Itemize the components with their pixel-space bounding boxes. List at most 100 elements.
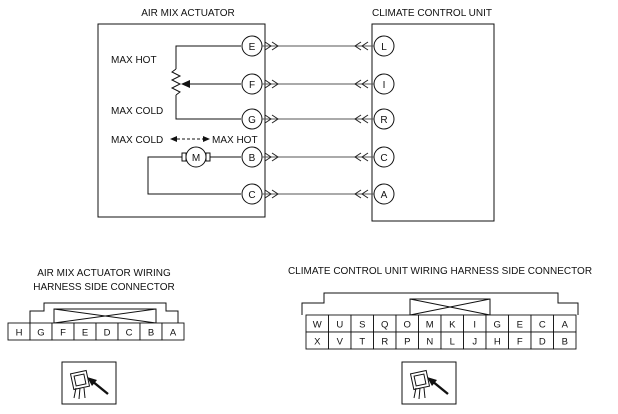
svg-text:F: F: [517, 337, 523, 348]
control-unit-terminal-c: C: [373, 146, 395, 168]
connector-chevron: [271, 79, 279, 89]
svg-text:D: D: [104, 328, 111, 339]
svg-text:Q: Q: [381, 320, 388, 331]
left-connector-pin: F: [51, 322, 75, 341]
right-connector-pin: P: [395, 331, 419, 350]
right-connector-pin: I: [463, 314, 487, 333]
actuator-title: AIR MIX ACTUATOR: [141, 8, 235, 19]
potentiometer: [170, 45, 241, 120]
svg-text:G: G: [37, 328, 44, 339]
connector-chevron: [264, 152, 272, 162]
right-connector-pin: T: [350, 331, 374, 350]
right-connector-pin: K: [440, 314, 464, 333]
svg-text:A: A: [170, 328, 177, 339]
connector-chevron: [354, 114, 362, 124]
motor-direction-arrow: [170, 136, 210, 142]
connector-chevron: [271, 152, 279, 162]
actuator-terminal-c: C: [241, 183, 263, 205]
svg-text:H: H: [16, 328, 23, 339]
max-cold-label: MAX COLD: [111, 106, 163, 117]
left-connector-title-1: AIR MIX ACTUATOR WIRING: [37, 268, 171, 279]
svg-text:E: E: [249, 42, 256, 53]
left-connector-pin: B: [139, 322, 163, 341]
right-connector-pin: B: [553, 331, 577, 350]
actuator-box: [97, 23, 266, 218]
connector-chevron: [264, 41, 272, 51]
connector-chevron: [271, 114, 279, 124]
svg-text:V: V: [337, 337, 344, 348]
right-connector-title: CLIMATE CONTROL UNIT WIRING HARNESS SIDE…: [288, 266, 592, 277]
actuator-terminal-g: G: [241, 108, 263, 130]
svg-text:P: P: [404, 337, 410, 348]
svg-text:F: F: [249, 80, 255, 91]
right-connector-pin: C: [530, 314, 554, 333]
connector-chevron: [361, 189, 369, 199]
right-connector-pin: J: [463, 331, 487, 350]
svg-text:W: W: [313, 320, 322, 331]
control-unit-title: CLIMATE CONTROL UNIT: [372, 8, 492, 19]
connector-chevron: [361, 79, 369, 89]
motor-label: M: [192, 153, 200, 164]
connector-chevron: [361, 152, 369, 162]
right-connector-pin: X: [305, 331, 329, 350]
svg-text:G: G: [494, 320, 501, 331]
actuator-terminal-f: F: [241, 73, 263, 95]
control-unit-terminal-i: I: [373, 73, 395, 95]
connector-chevron: [271, 41, 279, 51]
motor-dir-hot: MAX HOT: [212, 135, 258, 146]
right-connector-pin: L: [440, 331, 464, 350]
svg-text:J: J: [472, 337, 477, 348]
right-connector-pin: Q: [373, 314, 397, 333]
control-unit-box: [371, 23, 495, 222]
control-unit-terminal-a: A: [373, 183, 395, 205]
right-connector-pin: G: [485, 314, 509, 333]
svg-text:O: O: [404, 320, 411, 331]
wire: [262, 114, 374, 124]
control-unit-terminal-r: R: [373, 108, 395, 130]
svg-text:C: C: [539, 320, 546, 331]
svg-text:N: N: [426, 337, 433, 348]
connector-chevron: [271, 189, 279, 199]
svg-text:C: C: [126, 328, 133, 339]
right-connector-pin: R: [373, 331, 397, 350]
motor-dir-cold: MAX COLD: [111, 135, 163, 146]
right-connector-pin: S: [350, 314, 374, 333]
svg-text:D: D: [539, 337, 546, 348]
left-connector-pin: A: [161, 322, 185, 341]
svg-text:K: K: [449, 320, 456, 331]
svg-text:H: H: [494, 337, 501, 348]
right-connector-pin: D: [530, 331, 554, 350]
connector-chevron: [264, 79, 272, 89]
svg-text:R: R: [380, 115, 387, 126]
svg-text:R: R: [381, 337, 388, 348]
connector-chevron: [354, 152, 362, 162]
right-connector-pin: W: [305, 314, 329, 333]
svg-text:A: A: [381, 190, 388, 201]
right-connector-pin: M: [418, 314, 442, 333]
wire: [262, 41, 374, 51]
svg-text:L: L: [450, 337, 455, 348]
connector-chevron: [264, 189, 272, 199]
svg-text:I: I: [473, 320, 476, 331]
right-connector-pin: H: [485, 331, 509, 350]
right-connector-pin: E: [508, 314, 532, 333]
svg-text:C: C: [248, 190, 255, 201]
svg-text:E: E: [82, 328, 88, 339]
connector-chevron: [354, 41, 362, 51]
wire: [262, 189, 374, 199]
left-connector-pin: C: [117, 322, 141, 341]
connector-chevron: [361, 114, 369, 124]
svg-text:I: I: [383, 80, 386, 91]
svg-text:B: B: [249, 153, 256, 164]
svg-text:U: U: [336, 320, 343, 331]
control-unit-terminal-l: L: [373, 35, 395, 57]
right-connector-pin: U: [328, 314, 352, 333]
left-connector-pin: H: [7, 322, 31, 341]
svg-text:G: G: [248, 115, 256, 126]
motor: M: [147, 146, 241, 195]
right-connector-view-icon: [401, 361, 457, 405]
